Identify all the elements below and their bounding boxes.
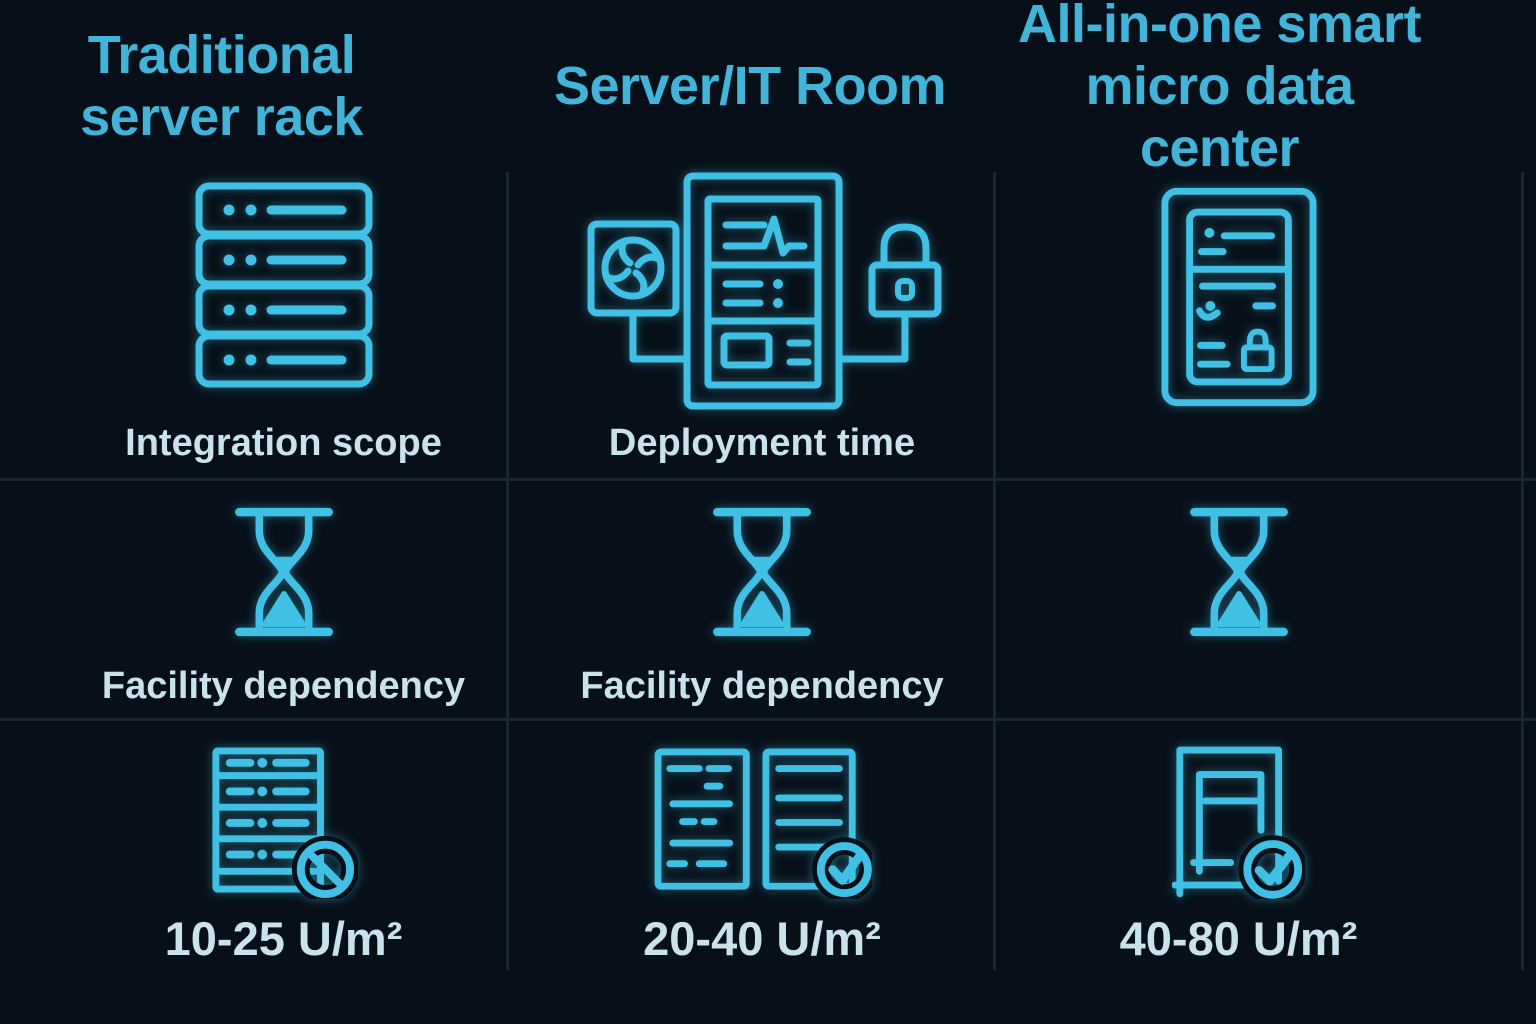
header-cell-server-it-room: Server/IT Room xyxy=(507,0,993,172)
label-density-traditional: 10-25 U/m² xyxy=(164,912,403,965)
header-micro-data-center: All-in-one smart micro data center xyxy=(1017,0,1422,179)
micro-data-center-icon xyxy=(1160,186,1318,408)
it-room-icon xyxy=(567,168,957,413)
cell-traditional-row1: Integration scope xyxy=(0,172,507,481)
column-divider-1 xyxy=(506,172,509,970)
row-divider-2 xyxy=(0,718,1536,721)
server-restricted-icon xyxy=(210,745,358,899)
label-density-itroom: 20-40 U/m² xyxy=(643,912,881,965)
header-cell-traditional: Traditional server rack xyxy=(0,0,507,172)
label-deployment-time: Deployment time xyxy=(608,422,916,464)
header-cell-micro-data-center: All-in-one smart micro data center xyxy=(993,0,1536,178)
cell-itroom-row3: 20-40 U/m² xyxy=(507,721,993,1024)
hourglass-icon xyxy=(227,504,341,640)
documents-check-icon xyxy=(652,746,872,899)
server-rack-icon xyxy=(194,181,374,393)
header-server-it-room: Server/IT Room xyxy=(553,55,947,116)
hourglass-icon xyxy=(1182,504,1296,640)
label-density-microdc: 40-80 U/m² xyxy=(1119,912,1358,965)
header-traditional-server-rack: Traditional server rack xyxy=(80,24,363,147)
cell-traditional-row3: 10-25 U/m² xyxy=(0,721,507,1024)
cell-microdc-row1 xyxy=(993,172,1536,481)
row-divider-1 xyxy=(0,478,1536,481)
cell-traditional-row2: Facility dependency xyxy=(0,481,507,721)
hourglass-icon xyxy=(705,504,819,640)
label-facility-dependency: Facility dependency xyxy=(580,665,944,707)
column-divider-3 xyxy=(1521,172,1524,970)
cell-itroom-row2: Facility dependency xyxy=(507,481,993,721)
cell-itroom-row1: Deployment time xyxy=(507,172,993,481)
column-divider-2 xyxy=(993,172,996,970)
label-facility-dependency: Facility dependency xyxy=(101,665,466,707)
cell-microdc-row2 xyxy=(993,481,1536,721)
cell-microdc-row3: 40-80 U/m² xyxy=(993,721,1536,1024)
cabinet-check-icon xyxy=(1172,744,1305,899)
label-integration-scope: Integration scope xyxy=(125,422,442,464)
